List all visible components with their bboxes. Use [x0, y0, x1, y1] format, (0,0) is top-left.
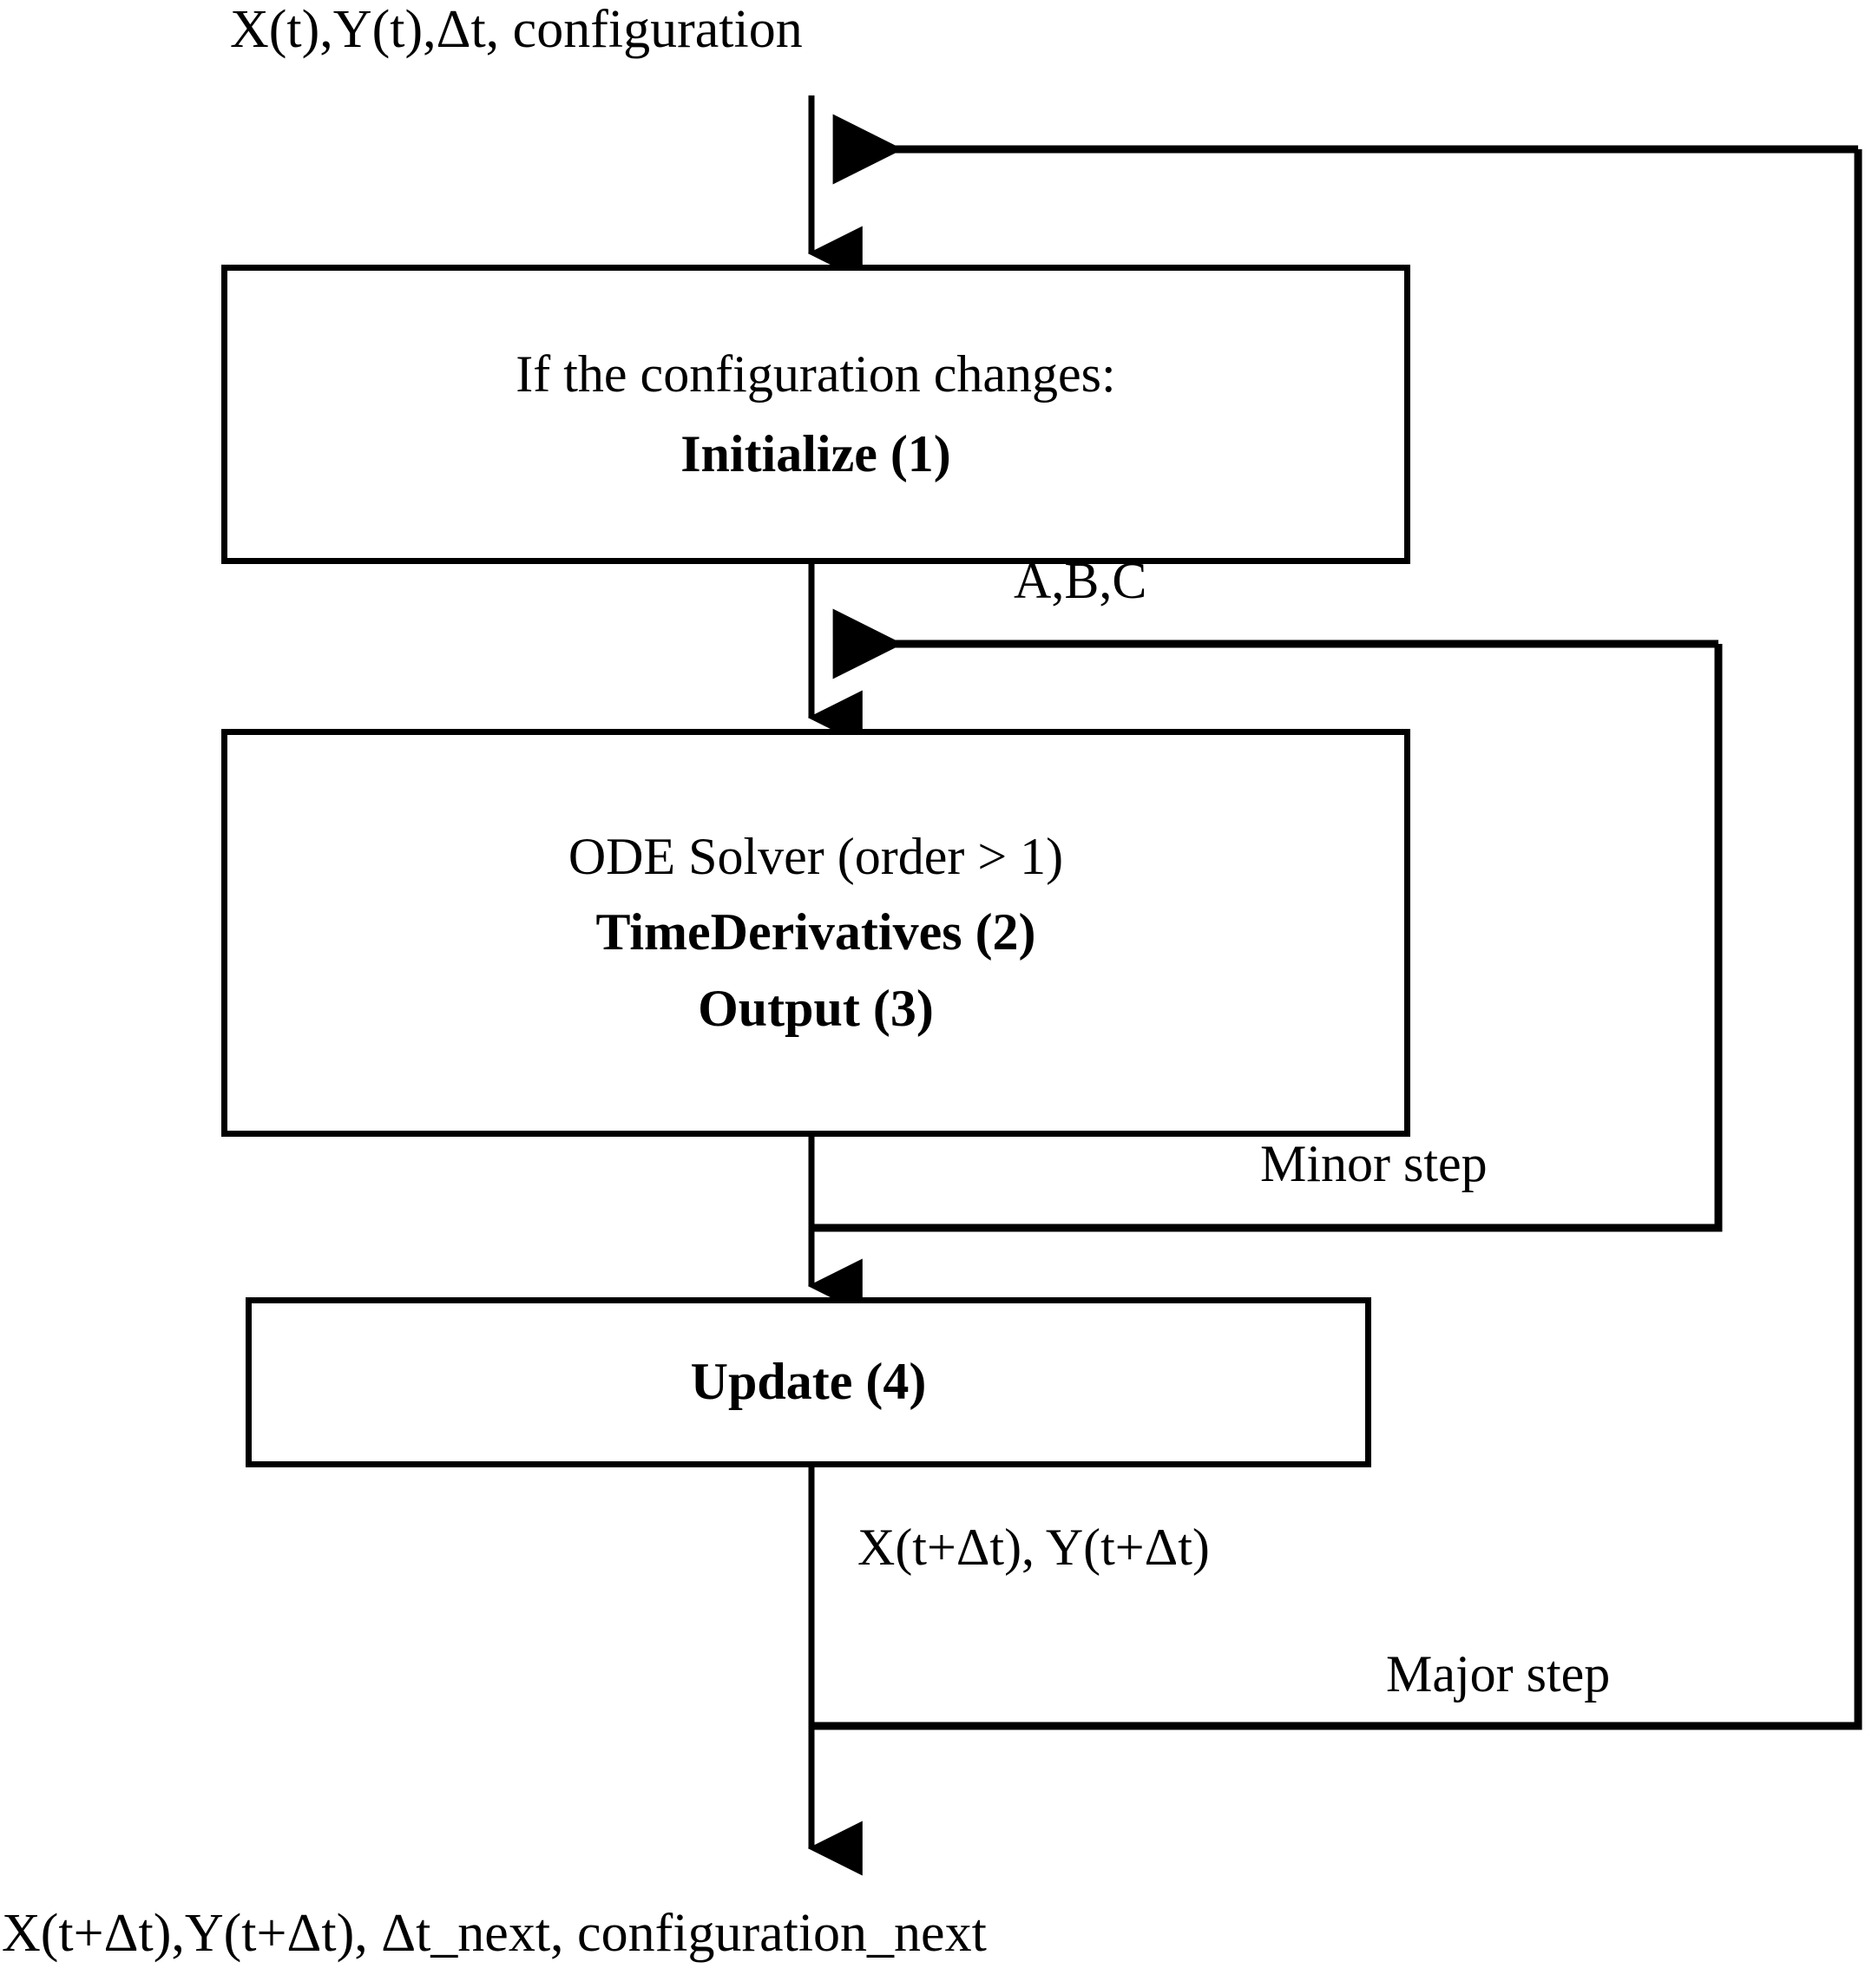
edge-label-minor-step: Minor step	[1260, 1135, 1488, 1192]
wire-minor-step-loop	[811, 644, 1723, 1232]
edge-label-major-step: Major step	[1386, 1645, 1611, 1703]
edge-label-abc: A,B,C	[1014, 552, 1147, 609]
node-ode-solver-line-2: TimeDerivatives (2)	[595, 903, 1036, 961]
node-initialize-line-1: If the configuration changes:	[516, 345, 1116, 404]
edge-label-state-next: X(t+Δt), Y(t+Δt)	[857, 1519, 1210, 1576]
node-initialize-line-2: Initialize (1)	[680, 424, 951, 482]
node-update-line-1: Update (4)	[690, 1353, 927, 1411]
node-ode-solver-line-3: Output (3)	[698, 979, 934, 1037]
node-ode-solver-line-1: ODE Solver (order > 1)	[568, 828, 1064, 886]
wire-major-step-loop	[811, 149, 1862, 1730]
node-initialize[interactable]: If the configuration changes: Initialize…	[221, 265, 1410, 564]
node-ode-solver[interactable]: ODE Solver (order > 1) TimeDerivatives (…	[221, 729, 1410, 1137]
node-update[interactable]: Update (4)	[246, 1297, 1371, 1467]
input-caption: X(t),Y(t),Δt, configuration	[230, 0, 803, 59]
output-caption: X(t+Δt),Y(t+Δt), Δt_next, configuration_…	[2, 1904, 987, 1963]
